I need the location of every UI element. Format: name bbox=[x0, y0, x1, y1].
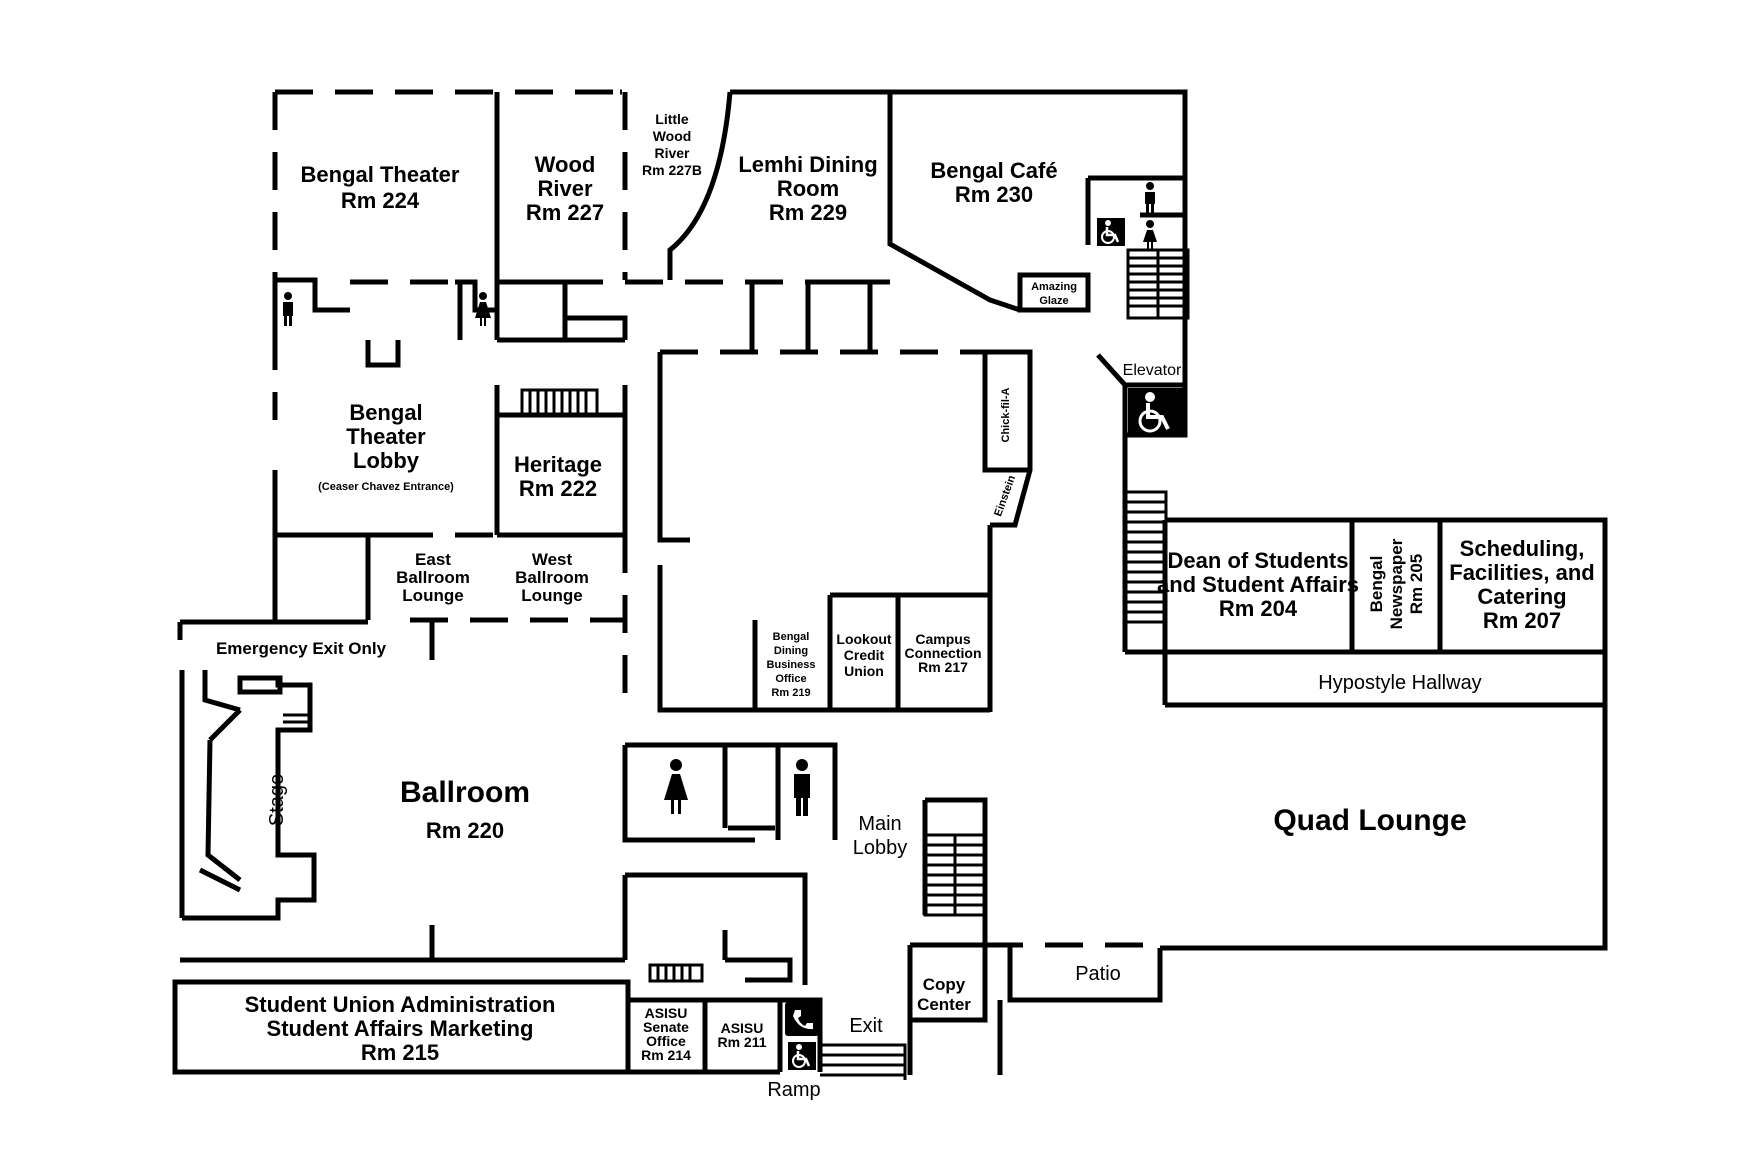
wheelchair-icon bbox=[788, 1042, 816, 1070]
lookout-line3: Union bbox=[844, 663, 884, 679]
scheduling-line2: Facilities, and bbox=[1449, 560, 1595, 585]
phone-icon bbox=[785, 1002, 819, 1036]
copy-center-line1: Copy bbox=[923, 975, 966, 994]
asisu-senate-line3: Office bbox=[646, 1033, 686, 1049]
main-lobby-line1: Main bbox=[858, 813, 901, 835]
newspaper-line1: Bengal bbox=[1367, 556, 1386, 613]
east-lounge-line2: Ballroom bbox=[396, 568, 470, 587]
theater-lobby-line3: Lobby bbox=[353, 448, 420, 473]
woman-icon bbox=[664, 759, 688, 814]
admin-line2: Student Affairs Marketing bbox=[267, 1016, 534, 1041]
little-wood-river-line1: Little bbox=[655, 111, 689, 127]
hypostyle-label: Hypostyle Hallway bbox=[1318, 672, 1481, 694]
west-lounge-line3: Lounge bbox=[521, 586, 582, 605]
admin-room: Rm 215 bbox=[361, 1040, 439, 1065]
copy-center-line2: Center bbox=[917, 995, 971, 1014]
little-wood-river-line2: Wood bbox=[653, 128, 692, 144]
asisu-senate-line1: ASISU bbox=[645, 1005, 688, 1021]
chick-fil-a-label: Chick-fil-A bbox=[1000, 387, 1012, 442]
dining-office-line1: Bengal bbox=[773, 631, 810, 643]
quad-lounge-label: Quad Lounge bbox=[1273, 804, 1466, 837]
west-lounge-line2: Ballroom bbox=[515, 568, 589, 587]
campus-connection-line2: Connection bbox=[905, 645, 982, 661]
lemhi-line2: Room bbox=[777, 176, 839, 201]
wood-river-room: Rm 227 bbox=[526, 200, 604, 225]
bengal-theater-room: Rm 224 bbox=[341, 188, 420, 213]
dean-room: Rm 204 bbox=[1219, 596, 1298, 621]
lookout-line1: Lookout bbox=[836, 631, 892, 647]
man-icon bbox=[1145, 182, 1155, 213]
bengal-theater-name: Bengal Theater bbox=[301, 162, 460, 187]
little-wood-river-room: Rm 227B bbox=[642, 162, 702, 178]
admin-line1: Student Union Administration bbox=[245, 992, 556, 1017]
amazing-glaze-line2: Glaze bbox=[1039, 295, 1068, 307]
newspaper-line2: Newspaper bbox=[1387, 538, 1406, 629]
man-icon bbox=[794, 759, 810, 816]
dining-office-line2: Dining bbox=[774, 645, 808, 657]
asisu-senate-room: Rm 214 bbox=[641, 1047, 691, 1063]
asisu-211-room: Rm 211 bbox=[717, 1034, 766, 1050]
woman-icon bbox=[1143, 220, 1157, 249]
asisu-senate-line2: Senate bbox=[643, 1019, 689, 1035]
elevator-label: Elevator bbox=[1123, 362, 1182, 379]
theater-lobby-line1: Bengal bbox=[349, 400, 422, 425]
wood-river-line2: River bbox=[537, 176, 592, 201]
exit-label: Exit bbox=[849, 1015, 883, 1037]
stage-label: Stage bbox=[266, 774, 288, 826]
east-lounge-line3: Lounge bbox=[402, 586, 463, 605]
heritage-room: Rm 222 bbox=[519, 476, 597, 501]
emergency-exit-label: Emergency Exit Only bbox=[216, 639, 387, 658]
amazing-glaze-line1: Amazing bbox=[1031, 281, 1077, 293]
woman-icon bbox=[475, 292, 491, 326]
west-lounge-line1: West bbox=[532, 550, 573, 569]
scheduling-room: Rm 207 bbox=[1483, 608, 1561, 633]
ramp-label: Ramp bbox=[767, 1079, 820, 1101]
campus-connection-room: Rm 217 bbox=[918, 659, 968, 675]
theater-lobby-line2: Theater bbox=[346, 424, 426, 449]
bengal-cafe-room: Rm 230 bbox=[955, 182, 1033, 207]
wheelchair-icon bbox=[1128, 388, 1183, 433]
east-lounge-line1: East bbox=[415, 550, 451, 569]
walls bbox=[172, 89, 1608, 1080]
patio-label: Patio bbox=[1075, 963, 1121, 985]
scheduling-line3: Catering bbox=[1477, 584, 1566, 609]
dean-line2: and Student Affairs bbox=[1157, 572, 1359, 597]
dining-office-room: Rm 219 bbox=[771, 687, 810, 699]
dining-office-line3: Business bbox=[767, 659, 816, 671]
lemhi-line1: Lemhi Dining bbox=[738, 152, 877, 177]
lemhi-room: Rm 229 bbox=[769, 200, 847, 225]
heritage-name: Heritage bbox=[514, 452, 602, 477]
main-lobby-line2: Lobby bbox=[853, 837, 908, 859]
dean-line1: Dean of Students bbox=[1168, 548, 1349, 573]
room-labels: Bengal Theater Rm 224 Wood River Rm 227 … bbox=[216, 111, 1595, 1101]
bengal-cafe-name: Bengal Café bbox=[930, 158, 1057, 183]
asisu-211-line1: ASISU bbox=[721, 1020, 764, 1036]
ballroom-room: Rm 220 bbox=[426, 818, 504, 843]
scheduling-line1: Scheduling, bbox=[1460, 536, 1585, 561]
wheelchair-icon bbox=[1097, 218, 1125, 246]
dining-office-line4: Office bbox=[775, 673, 806, 685]
little-wood-river-line3: River bbox=[654, 145, 690, 161]
newspaper-room: Rm 205 bbox=[1407, 554, 1426, 614]
campus-connection-line1: Campus bbox=[915, 631, 970, 647]
man-icon bbox=[283, 292, 293, 326]
ballroom-name: Ballroom bbox=[400, 776, 530, 809]
wood-river-line1: Wood bbox=[535, 152, 596, 177]
theater-lobby-note: (Ceaser Chavez Entrance) bbox=[318, 481, 454, 493]
stairs-icon bbox=[283, 248, 1190, 983]
einstein-label: Einstein bbox=[992, 474, 1018, 519]
lookout-line2: Credit bbox=[844, 647, 885, 663]
